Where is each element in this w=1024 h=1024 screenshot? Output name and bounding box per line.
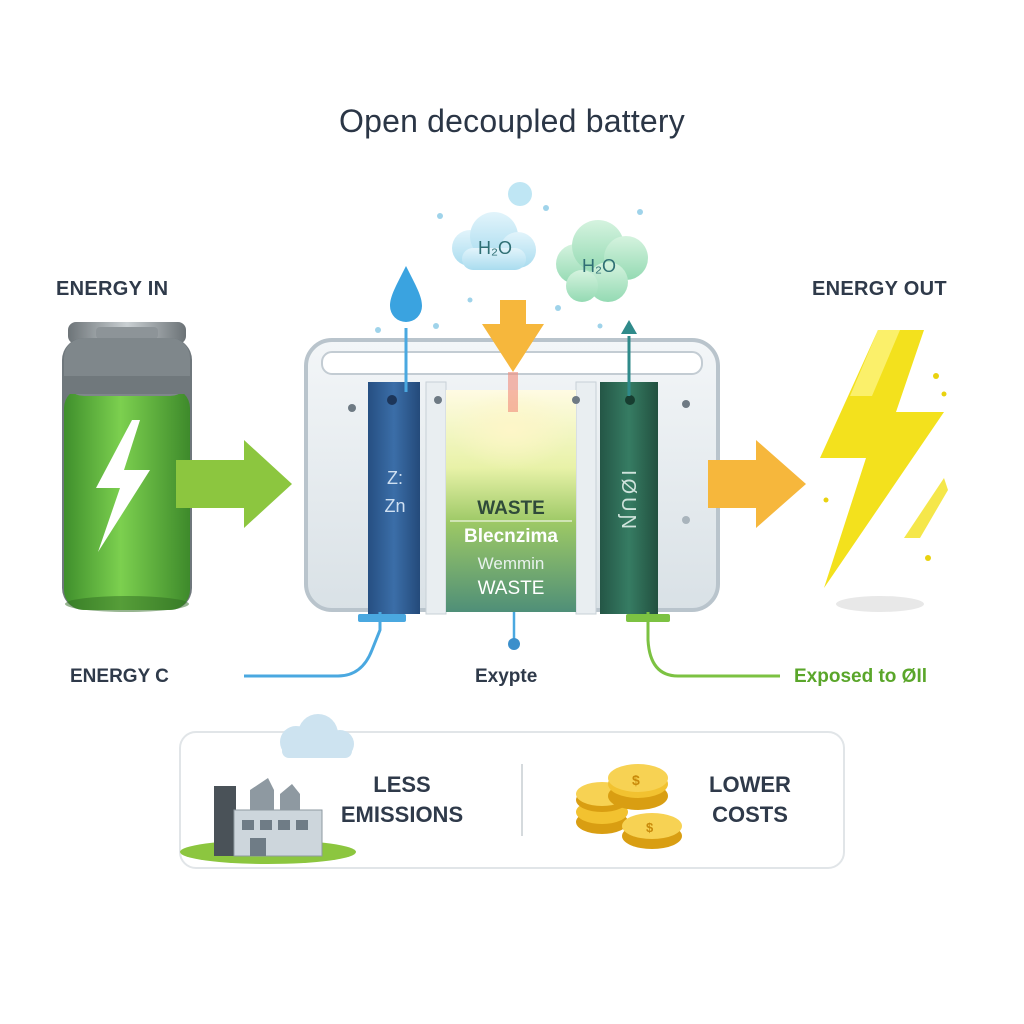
connector-left [244, 612, 382, 678]
energy-out-label: ENERGY OUT [812, 278, 947, 300]
water-drop-icon [390, 266, 422, 322]
arrow-down-icon [482, 300, 544, 372]
benefit-costs-line-1: LOWER [709, 772, 791, 797]
coins-icon: $ $ [576, 764, 682, 849]
benefit-costs-line-2: COSTS [712, 802, 788, 827]
center-line-4: WASTE [477, 578, 545, 599]
svg-text:$: $ [646, 820, 654, 835]
cathode-label: IØUƝ [617, 470, 639, 532]
arrow-in-icon [176, 440, 292, 528]
benefit-emissions: LESS EMISSIONS [322, 770, 482, 830]
battery-icon [62, 322, 192, 612]
splash-dots-icon [375, 205, 643, 333]
page-title: Open decoupled battery [339, 103, 685, 139]
battery-cell-icon [304, 338, 720, 615]
h2o-label-left: H₂O [478, 238, 512, 258]
svg-text:$: $ [632, 772, 640, 788]
anode-label: Zn [384, 496, 406, 516]
benefit-emissions-line-2: EMISSIONS [340, 802, 464, 827]
lightning-bolt-icon [820, 330, 948, 612]
h2o-cloud-green-icon [556, 220, 648, 302]
center-line-2: Blecnzima [464, 526, 558, 547]
arrow-out-icon [708, 440, 806, 528]
bubble-icon [508, 182, 532, 206]
electrolyte-label: Exypte [475, 666, 538, 687]
h2o-label-right: H₂O [582, 256, 616, 276]
energy-come-label: ENERGY C [70, 666, 169, 687]
anode-symbol: Z: [387, 468, 403, 488]
factory-icon [180, 714, 356, 864]
lightning-icon [96, 420, 150, 552]
benefit-costs: LOWER COSTS [670, 770, 830, 830]
benefit-emissions-line-1: LESS [373, 772, 431, 797]
connector-right [646, 612, 780, 678]
center-line-1: WASTE [477, 498, 545, 519]
center-line-3: Wemmin [477, 554, 545, 573]
energy-in-label: ENERGY IN [56, 278, 169, 300]
exposed-label: Exposed to ØIl [794, 666, 928, 687]
h2o-cloud-blue-icon [452, 212, 536, 270]
